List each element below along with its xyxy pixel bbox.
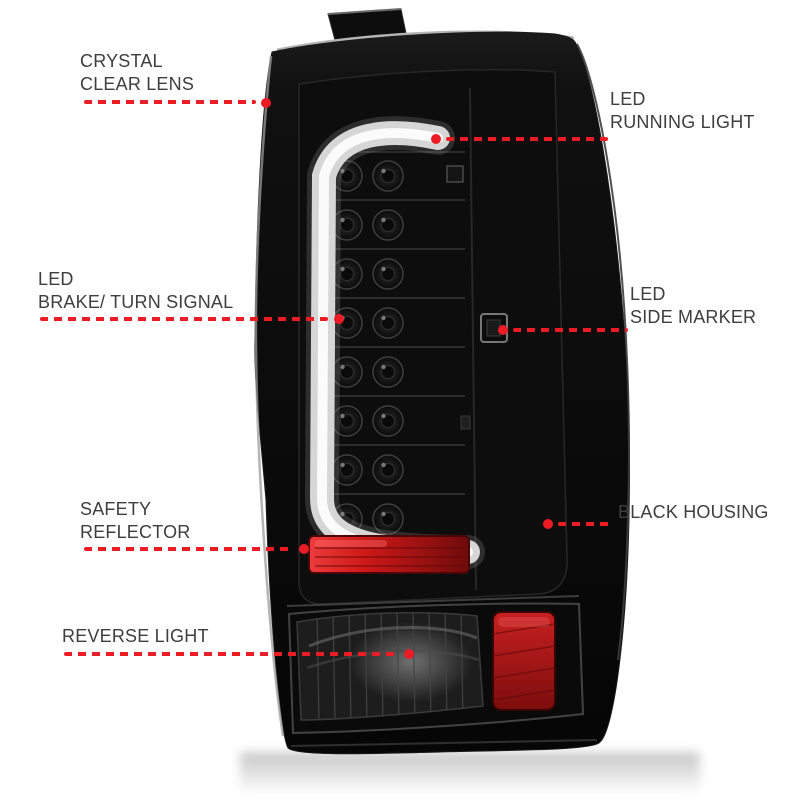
- callout-dot-black-housing: [543, 519, 553, 529]
- rear-red-reflector: [492, 611, 556, 711]
- callout-dot-led-brake-turn-signal: [334, 314, 344, 324]
- ground-shadow: [240, 752, 700, 794]
- callout-dot-led-running-light: [431, 134, 441, 144]
- callout-dot-safety-reflector: [299, 544, 309, 554]
- callout-text-line: REFLECTOR: [80, 522, 191, 542]
- callout-led-brake-turn-signal: LED BRAKE/ TURN SIGNAL: [38, 268, 233, 314]
- callout-crystal-clear-lens: CRYSTAL CLEAR LENS: [80, 50, 194, 96]
- callout-leader-crystal-clear-lens: [84, 100, 256, 104]
- housing-section-divider: [286, 595, 580, 607]
- lens-vertical-divider: [469, 87, 477, 591]
- lens-left-edge: [254, 55, 285, 737]
- callout-text-line: RUNNING LIGHT: [610, 112, 755, 132]
- callout-leader-black-housing: [558, 522, 613, 526]
- callout-leader-led-side-marker: [513, 328, 628, 332]
- callout-leader-led-running-light: [446, 137, 608, 141]
- callout-text-line: LED: [38, 269, 74, 289]
- callout-reverse-light: REVERSE LIGHT: [62, 625, 209, 648]
- callout-led-running-light: LED RUNNING LIGHT: [610, 88, 755, 134]
- callout-text-line: CLEAR LENS: [80, 74, 195, 94]
- callout-text-line: SIDE MARKER: [630, 307, 757, 327]
- safety-reflector-strip: [308, 535, 470, 574]
- side-marker-bracket: [446, 165, 508, 430]
- housing-right-edge: [576, 43, 630, 661]
- callout-dot-led-side-marker: [498, 325, 508, 335]
- callout-leader-reverse-light: [64, 652, 398, 656]
- led-grid-dividers: [331, 151, 465, 495]
- callout-leader-safety-reflector: [84, 547, 294, 551]
- callout-text-line: BLACK HOUSING: [618, 502, 769, 522]
- callout-safety-reflector: SAFETY REFLECTOR: [80, 498, 191, 544]
- callout-black-housing: BLACK HOUSING: [618, 501, 769, 524]
- callout-text-line: LED: [630, 284, 666, 304]
- tail-light-illustration: [254, 8, 631, 755]
- callout-text-line: LED: [610, 89, 646, 109]
- lens-inner-panel: [298, 68, 568, 605]
- callout-text-line: BRAKE/ TURN SIGNAL: [38, 292, 234, 312]
- callout-leader-led-brake-turn-signal: [40, 317, 328, 321]
- callout-text-line: REVERSE LIGHT: [62, 626, 209, 646]
- callout-text-line: SAFETY: [80, 499, 152, 519]
- callout-led-side-marker: LED SIDE MARKER: [630, 283, 756, 329]
- reverse-light-lens: [296, 611, 484, 721]
- callout-dot-crystal-clear-lens: [261, 98, 271, 108]
- housing-bottom-edge: [290, 739, 598, 747]
- callout-text-line: CRYSTAL: [80, 51, 163, 71]
- callout-dot-reverse-light: [404, 649, 414, 659]
